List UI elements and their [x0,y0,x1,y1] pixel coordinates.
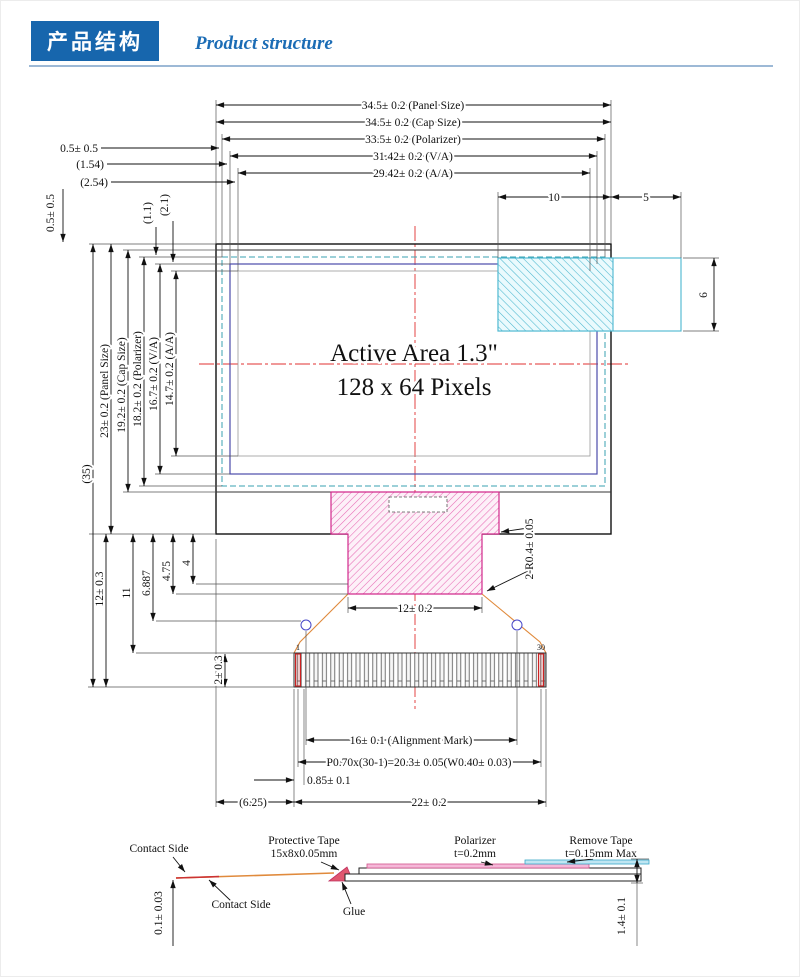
dim-6887: 6.887 [141,570,153,596]
dim-tape-height: 6 [698,292,710,298]
label-remove-tape-1: Remove Tape [569,835,632,847]
dim-offset-h3: (2.54) [80,177,108,189]
dim-475: 4.75 [161,561,173,581]
label-contact-side-bottom: Contact Side [211,899,270,911]
fpc-flex: 1 30 [293,491,547,688]
dim-flex-thickness: 0.1± 0.03 [153,891,165,935]
polarizer-outline [221,256,606,487]
dim-aa-height: 14.7± 0.2 (A/A) [164,332,176,406]
dim-pin-length: 2± 0.3 [213,655,225,685]
dim-4: 4 [181,560,193,566]
dim-pin-pitch: P0.70x(30-1)=20.3± 0.05(W0.40± 0.03) [327,757,512,769]
side-view: Contact Side Protective Tape 15x8x0.05mm… [127,833,650,946]
dim-cap-height: 19.2± 0.2 (Cap Size) [116,337,128,433]
dim-11: 11 [121,587,133,598]
dim-tape-overhang: 5 [643,192,649,204]
dim-va-width: 31.42± 0.2 (V/A) [373,151,453,163]
dimensions-flex: 12± 0.2 2-R0.4± 0.05 [348,516,538,617]
dim-polarizer-width: 33.5± 0.2 (Polarizer) [365,134,461,146]
flex-contact-tip [175,875,220,879]
active-area-line1: Active Area 1.3" [330,340,498,367]
dimensions-bottom: 16± 0.1 (Alignment Mark) P0.70x(30-1)=20… [216,733,546,811]
dim-pin-offset: 0.85± 0.1 [307,775,351,787]
dim-polarizer-height: 18.2± 0.2 (Polarizer) [132,331,144,427]
dim-panel-height: 23± 0.2 (Panel Size) [99,344,111,438]
dim-aa-width: 29.42± 0.2 (A/A) [373,168,453,180]
active-area-line2: 128 x 64 Pixels [337,374,492,401]
dim-connector-width: 22± 0.2 [411,797,446,809]
label-glue: Glue [343,906,365,918]
section-title-chinese: 产品结构 [31,21,159,61]
fan-left-edge [293,593,349,654]
alignment-hole-left [300,619,312,631]
label-polarizer-2: t=0.2mm [454,848,496,860]
dim-tape-width: 10 [548,192,560,204]
polarizer-layer [366,863,590,869]
dimensions-left: (35) 23± 0.2 (Panel Size) 19.2± 0.2 (Cap… [79,244,179,687]
dim-offset-v1: 0.5± 0.5 [45,194,57,232]
header-divider [29,65,773,67]
pin-30-marker [537,653,545,687]
dim-offset-h2: (1.54) [76,159,104,171]
center-lines [199,226,629,709]
label-protective-tape-1: Protective Tape [268,835,339,847]
viewing-area-outline [229,263,598,475]
connector-pin-band [293,652,547,688]
dim-fpc-length: 12± 0.3 [94,571,106,606]
pin-1-marker [294,653,302,687]
dim-connector-offset: (6.25) [239,797,267,809]
label-contact-side-top: Contact Side [129,843,188,855]
alignment-hole-right [511,619,523,631]
pin-30-number: 30 [537,643,545,652]
active-area-caption: Active Area 1.3" 128 x 64 Pixels [328,338,501,404]
active-area-outline [237,270,591,457]
dim-offset-h1: 0.5± 0.5 [60,143,98,155]
dimensions-offsets: 0.5± 0.5 (1.54) (2.54) 0.5± 0.5 (1.1) (2… [43,141,235,262]
dim-cap-width: 34.5± 0.2 (Cap Size) [365,117,461,129]
label-protective-tape-2: 15x8x0.05mm [271,848,338,860]
fpc-stiffener-box [388,496,448,513]
dimensions-lower-left: 12± 0.3 11 6.887 4.75 4 2± 0.3 [92,534,228,687]
bottom-glass [344,873,642,882]
dimensions-top: 34.5± 0.2 (Panel Size) 34.5± 0.2 (Cap Si… [216,98,681,206]
dim-fpc-width: 12± 0.2 [397,603,432,615]
remove-tape-layer [524,859,650,865]
remove-tape-hatched [497,257,614,332]
dim-offset-v2: (1.1) [142,202,154,224]
dim-total-thickness: 1.4± 0.1 [616,897,628,935]
label-remove-tape-2: t=0.15mm Max [565,848,637,860]
dim-offset-v3: (2.1) [159,194,171,216]
pin-1-number: 1 [296,643,300,652]
extension-lines [88,100,719,807]
dim-panel-width: 34.5± 0.2 (Panel Size) [362,100,465,112]
dim-alignment-mark: 16± 0.1 (Alignment Mark) [350,735,473,747]
top-glass [358,867,642,875]
dim-corner-radius: 2-R0.4± 0.05 [524,518,536,579]
dim-total-height: (35) [81,464,93,483]
dim-va-height: 16.7± 0.2 (V/A) [148,337,160,411]
fan-right-edge [481,593,547,654]
remove-tape-top [497,257,682,332]
label-polarizer-1: Polarizer [454,835,496,847]
section-title-english: Product structure [195,33,333,54]
dimensions-right: 6 [696,258,717,331]
